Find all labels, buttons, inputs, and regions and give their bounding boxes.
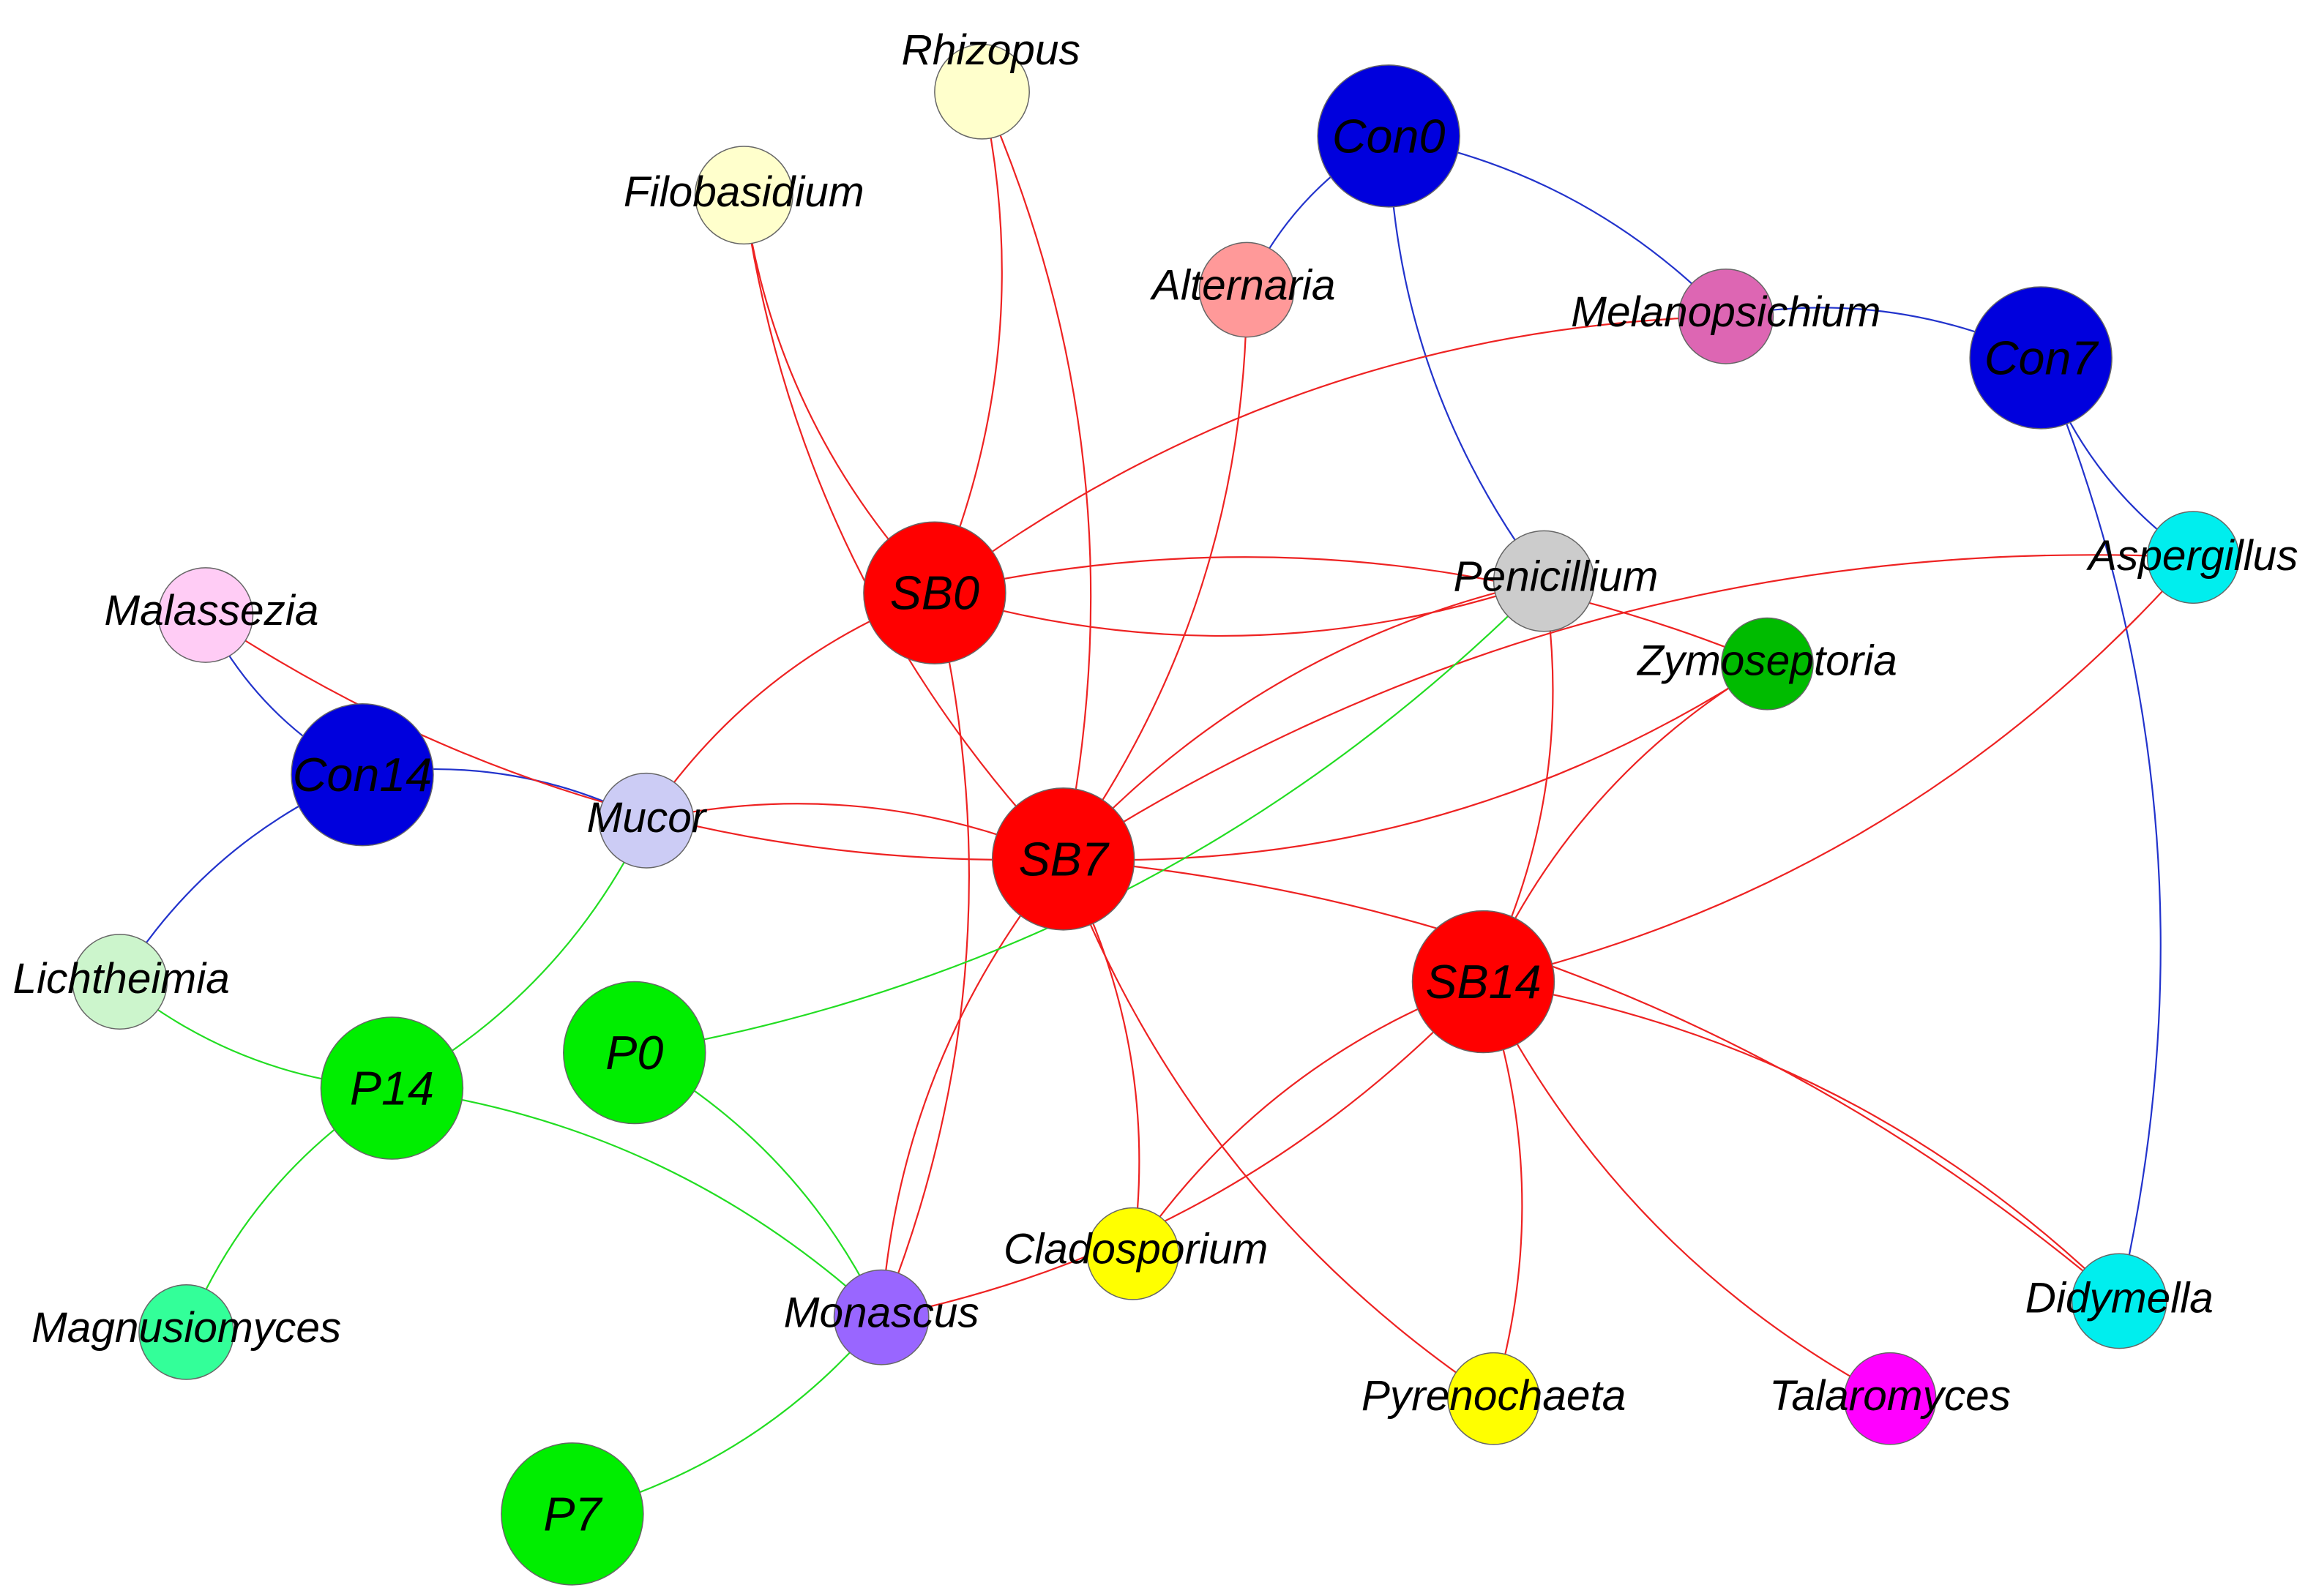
node-circle-sb14[interactable]	[1411, 910, 1555, 1054]
node-mucor[interactable]: Mucor	[587, 772, 708, 869]
node-con0[interactable]: Con0	[1317, 64, 1460, 208]
node-label-sb0: SB0	[890, 566, 979, 620]
node-label-zymoseptoria: Zymoseptoria	[1636, 637, 1897, 685]
node-con7[interactable]: Con7	[1969, 286, 2113, 430]
node-circle-talaromyces[interactable]	[1843, 1352, 1937, 1445]
edge-sb7-pyrenochaeta	[1062, 858, 1495, 1400]
edge-sb7-didymella	[1063, 858, 2120, 1302]
node-circle-p14[interactable]	[320, 1016, 464, 1160]
node-label-melanopsichium: Melanopsichium	[1571, 288, 1880, 336]
node-circle-filobasidium[interactable]	[694, 146, 793, 245]
edge-sb7-filobasidium	[743, 195, 1064, 860]
node-circle-p7[interactable]	[501, 1442, 644, 1586]
node-circle-aspergillus[interactable]	[2146, 511, 2240, 604]
node-label-alternaria: Alternaria	[1150, 261, 1336, 309]
node-p14[interactable]: P14	[320, 1016, 464, 1160]
edges-layer	[119, 91, 2194, 1515]
edge-sb14-didymella	[1483, 981, 2120, 1302]
node-label-sb14: SB14	[1425, 955, 1541, 1008]
node-p0[interactable]: P0	[563, 981, 706, 1125]
node-talaromyces[interactable]: Talaromyces	[1769, 1352, 2011, 1445]
edge-sb14-monascus	[881, 981, 1484, 1319]
edge-sb14-talaromyces	[1482, 981, 1891, 1400]
node-label-monascus: Monascus	[784, 1289, 979, 1337]
node-p7[interactable]: P7	[501, 1442, 644, 1586]
node-label-filobasidium: Filobasidium	[624, 168, 864, 216]
edge-sb0-penicillium	[934, 580, 1544, 637]
node-penicillium[interactable]: Penicillium	[1453, 530, 1658, 632]
edge-con7-didymella	[2040, 357, 2162, 1302]
node-circle-melanopsichium[interactable]	[1678, 268, 1774, 364]
node-melanopsichium[interactable]: Melanopsichium	[1571, 268, 1880, 364]
node-circle-alternaria[interactable]	[1198, 241, 1295, 338]
node-label-p0: P0	[605, 1026, 663, 1079]
node-label-magnusiomyces: Magnusiomyces	[31, 1304, 341, 1352]
node-circle-mucor[interactable]	[598, 772, 695, 869]
edge-sb0-melanopsichium	[934, 315, 1726, 594]
node-circle-malassezia[interactable]	[157, 567, 254, 663]
node-label-penicillium: Penicillium	[1453, 552, 1658, 600]
node-circle-penicillium[interactable]	[1493, 530, 1595, 632]
node-label-con0: Con0	[1332, 109, 1446, 162]
node-circle-cladosporium[interactable]	[1086, 1207, 1180, 1300]
edge-sb7-alternaria	[1062, 289, 1248, 860]
node-circle-sb0[interactable]	[863, 521, 1006, 664]
edge-sb0-rhizopus	[933, 91, 1003, 593]
node-label-aspergillus: Aspergillus	[2086, 532, 2298, 580]
edge-sb0-zymoseptoria	[934, 556, 1768, 665]
node-circle-con0[interactable]	[1317, 64, 1460, 208]
node-label-p14: P14	[350, 1062, 434, 1115]
node-label-cladosporium: Cladosporium	[1004, 1226, 1268, 1273]
node-cladosporium[interactable]: Cladosporium	[1004, 1207, 1268, 1300]
node-malassezia[interactable]: Malassezia	[104, 567, 318, 663]
node-aspergillus[interactable]: Aspergillus	[2086, 511, 2298, 604]
node-zymoseptoria[interactable]: Zymoseptoria	[1636, 617, 1897, 711]
node-circle-con14[interactable]	[291, 703, 434, 847]
edge-sb14-aspergillus	[1483, 556, 2194, 983]
node-sb14[interactable]: SB14	[1411, 910, 1555, 1054]
edge-sb7-penicillium	[1062, 580, 1544, 860]
edge-sb7-zymoseptoria	[1063, 663, 1768, 861]
node-label-con7: Con7	[1984, 331, 2099, 384]
node-didymella[interactable]: Didymella	[2025, 1253, 2214, 1349]
node-circle-con7[interactable]	[1969, 286, 2113, 430]
node-magnusiomyces[interactable]: Magnusiomyces	[31, 1284, 341, 1380]
edge-p14-monascus	[392, 1087, 882, 1318]
node-label-mucor: Mucor	[587, 794, 708, 842]
node-filobasidium[interactable]: Filobasidium	[624, 146, 864, 245]
node-label-lichtheimia: Lichtheimia	[13, 955, 230, 1003]
node-label-rhizopus: Rhizopus	[902, 26, 1080, 74]
node-pyrenochaeta[interactable]: Pyrenochaeta	[1361, 1352, 1626, 1445]
node-circle-sb7[interactable]	[991, 787, 1135, 931]
node-circle-didymella[interactable]	[2071, 1253, 2167, 1349]
node-circle-monascus[interactable]	[833, 1269, 930, 1365]
node-circle-lichtheimia[interactable]	[72, 934, 168, 1030]
node-sb0[interactable]: SB0	[863, 521, 1006, 664]
edge-sb7-rhizopus	[981, 91, 1092, 860]
node-alternaria[interactable]: Alternaria	[1150, 241, 1336, 338]
node-label-p7: P7	[543, 1487, 602, 1540]
edge-sb7-monascus	[881, 858, 1064, 1318]
node-circle-pyrenochaeta[interactable]	[1447, 1352, 1540, 1445]
node-rhizopus[interactable]: Rhizopus	[902, 26, 1080, 140]
node-label-sb7: SB7	[1019, 832, 1110, 885]
edge-sb7-aspergillus	[1063, 554, 2194, 860]
edge-sb0-monascus	[881, 592, 970, 1318]
node-label-talaromyces: Talaromyces	[1769, 1372, 2011, 1420]
node-circle-p0[interactable]	[563, 981, 706, 1125]
node-monascus[interactable]: Monascus	[784, 1269, 979, 1365]
node-label-con14: Con14	[293, 748, 432, 801]
node-label-didymella: Didymella	[2025, 1274, 2214, 1322]
node-sb7[interactable]: SB7	[991, 787, 1135, 931]
node-circle-zymoseptoria[interactable]	[1720, 617, 1814, 711]
node-circle-magnusiomyces[interactable]	[138, 1284, 234, 1380]
node-circle-rhizopus[interactable]	[934, 43, 1030, 140]
node-label-malassezia: Malassezia	[104, 587, 318, 634]
node-con14[interactable]: Con14	[291, 703, 434, 847]
node-lichtheimia[interactable]: Lichtheimia	[13, 934, 230, 1030]
node-label-pyrenochaeta: Pyrenochaeta	[1361, 1372, 1626, 1420]
